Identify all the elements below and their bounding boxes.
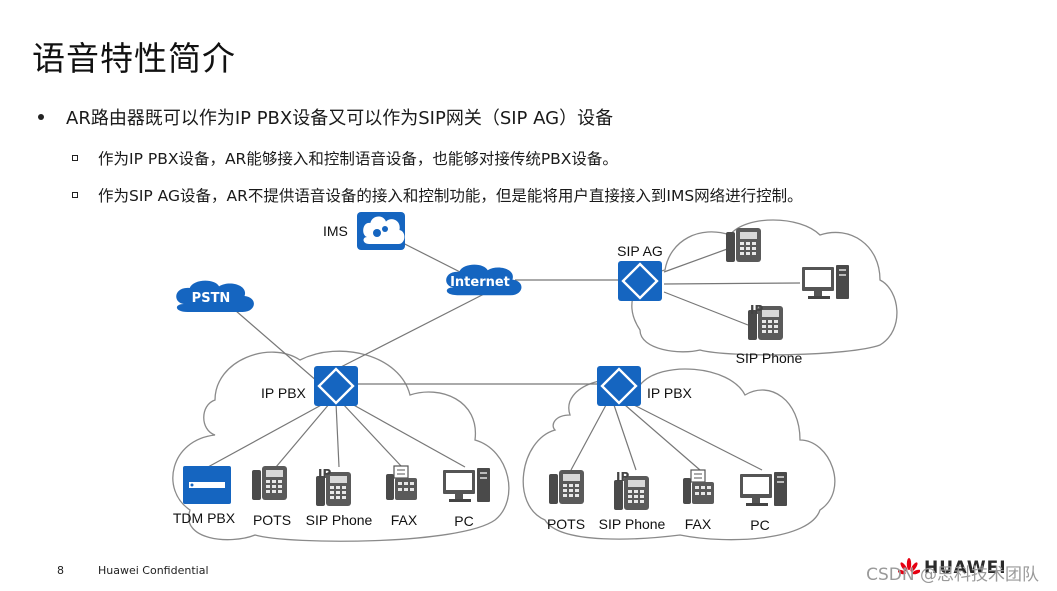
- pstn-label: PSTN: [192, 291, 231, 306]
- ip-tag: IP: [318, 467, 331, 481]
- phone-icon: [252, 466, 287, 500]
- connection-lines: [207, 233, 801, 471]
- sip-ag-phone-label: SIP Phone: [736, 350, 803, 366]
- internet-label: Internet: [450, 275, 510, 290]
- left-device-label-1: POTS: [253, 512, 291, 528]
- right-device-label-2: FAX: [685, 516, 712, 532]
- ip-tag: IP: [750, 303, 763, 317]
- ip-pbx-left-label: IP PBX: [261, 385, 307, 401]
- router-icon-ip-pbx-right: [595, 364, 643, 408]
- right-device-label-1: SIP Phone: [599, 516, 666, 532]
- sub-bullet-1: 作为IP PBX设备，AR能够接入和控制语音设备，也能够对接传统PBX设备。: [72, 147, 618, 169]
- ims-label: IMS: [323, 223, 348, 239]
- sub-bullet-2: 作为SIP AG设备，AR不提供语音设备的接入和控制功能，但是能将用户直接接入到…: [72, 184, 803, 206]
- bullet-dot: [38, 114, 44, 120]
- ip-pbx-right-label: IP PBX: [647, 385, 693, 401]
- huawei-logo-text: HUAWEI: [924, 558, 1007, 578]
- right-device-label-0: POTS: [547, 516, 585, 532]
- bullet-main-text: AR路由器既可以作为IP PBX设备又可以作为SIP网关（SIP AG）设备: [66, 108, 614, 129]
- router-icon-sip-ag: [616, 259, 664, 303]
- right-device-label-3: PC: [750, 517, 769, 533]
- cloud-sip-ag: [631, 219, 898, 356]
- tdm-pbx-icon: [183, 466, 231, 504]
- slide-title: 语音特性简介: [32, 39, 236, 78]
- bullet-square: [72, 192, 78, 198]
- bullet-square: [72, 155, 78, 161]
- left-device-label-3: FAX: [391, 512, 418, 528]
- left-device-label-4: PC: [454, 513, 473, 529]
- watermark: CSDN @思科技术团队: [866, 565, 1039, 585]
- ims-cloud-icon: [357, 212, 405, 250]
- ip-tag: IP: [616, 470, 629, 484]
- router-icon-ip-pbx-left: [312, 364, 360, 408]
- page-number: 8: [57, 564, 64, 577]
- huawei-logo: HUAWEI: [898, 558, 1007, 578]
- phone-icon: [726, 228, 761, 262]
- bullet-main: AR路由器既可以作为IP PBX设备又可以作为SIP网关（SIP AG）设备: [38, 104, 613, 130]
- left-device-label-2: SIP Phone: [306, 512, 373, 528]
- huawei-petal-icon: [898, 558, 920, 575]
- sub-bullet-1-text: 作为IP PBX设备，AR能够接入和控制语音设备，也能够对接传统PBX设备。: [98, 150, 618, 168]
- sub-bullet-2-text: 作为SIP AG设备，AR不提供语音设备的接入和控制功能，但是能将用户直接接入到…: [98, 187, 803, 205]
- left-device-label-0: TDM PBX: [173, 510, 236, 526]
- phone-icon: [549, 470, 584, 504]
- confidential-label: Huawei Confidential: [98, 564, 209, 577]
- sip-ag-label: SIP AG: [617, 243, 663, 259]
